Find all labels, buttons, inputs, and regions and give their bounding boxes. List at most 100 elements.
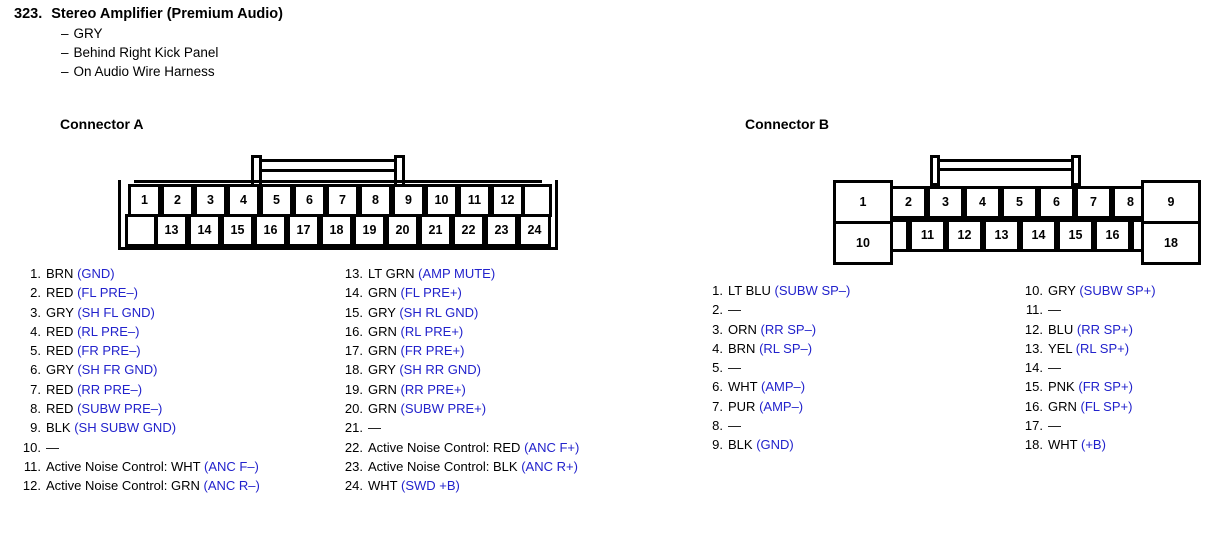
connector-a-pin-row: 10.— [18, 438, 338, 457]
pin-description: LT GRN (AMP MUTE) [368, 264, 495, 283]
bullet-text: GRY [73, 26, 103, 41]
signal-name: (FR PRE–) [77, 343, 141, 359]
pin-description: RED (FL PRE–) [46, 283, 138, 302]
pin-number: 1. [712, 283, 723, 298]
pin-number: 17. [344, 343, 363, 359]
connector-b-pin-row: 6.WHT (AMP–) [700, 377, 1010, 396]
wire-color: — [1048, 302, 1061, 318]
signal-name: (SH RL GND) [399, 304, 479, 320]
connector-b-pin-row: 9.BLK (GND) [700, 435, 1010, 454]
wire-color: — [728, 302, 741, 318]
wire-color: GRY [368, 304, 396, 320]
connector-b-pin-cell: 18 [1141, 221, 1201, 265]
connector-a-pin-row: 11.Active Noise Control: WHT (ANC F–) [18, 457, 338, 476]
connector-b-pin-row: 2. — [700, 300, 1010, 319]
signal-name: (SH FR GND) [77, 362, 158, 378]
signal-name: (RL PRE+) [400, 323, 464, 339]
connector-a-pin-row: 12.Active Noise Control: GRN (ANC R–) [18, 476, 338, 495]
shell-notch-left [121, 177, 134, 186]
pin-description: — [368, 418, 381, 437]
connector-a-pin-cell: 10 [425, 184, 458, 217]
wire-color: RED [46, 401, 74, 417]
connector-b-pin-row: 7.PUR (AMP–) [700, 397, 1010, 416]
wire-color: YEL [1048, 340, 1073, 356]
latch-post-right [1071, 155, 1081, 186]
connector-a-pin-row: 14.GRN (FL PRE+) [340, 283, 660, 302]
connector-a-pin-row: 9.BLK (SH SUBW GND) [18, 418, 338, 437]
connector-a-pin-cell: 4 [227, 184, 260, 217]
connector-a-pin-cell: 7 [326, 184, 359, 217]
pin-number: 2. [30, 285, 41, 301]
pin-number: 15. [1024, 379, 1043, 395]
connector-b-blank-cell-bottom [890, 219, 909, 252]
signal-name: (ANC F–) [203, 458, 259, 474]
wire-color: PNK [1048, 379, 1075, 395]
wire-color: GRN [368, 285, 397, 301]
signal-name: (+B) [1081, 437, 1106, 453]
pin-description: — [728, 416, 741, 435]
wire-color: GRY [46, 362, 74, 378]
signal-name: (SH SUBW GND) [74, 420, 177, 436]
signal-name: (ANC R–) [203, 478, 260, 494]
pin-number: 16. [344, 323, 363, 339]
pin-number: 5. [30, 343, 41, 359]
connector-a-pin-row: 16. GRN (RL PRE+) [340, 322, 660, 341]
pin-description: GRN (RL PRE+) [368, 322, 463, 341]
connector-a-pin-cell: 21 [419, 214, 452, 247]
connector-b-pin-cell: 5 [1001, 186, 1038, 219]
pin-description: Active Noise Control: GRN (ANC R–) [46, 476, 260, 495]
pin-number: 7. [712, 398, 723, 414]
latch-bar [936, 159, 1076, 171]
connector-a-title: Connector A [60, 116, 144, 132]
pin-number: 14. [344, 285, 363, 301]
connector-a-pin-cell: 13 [155, 214, 188, 247]
connector-b-pin-row: 5.— [700, 358, 1010, 377]
wire-color: GRN [368, 381, 397, 397]
header-title-row: 323. Stereo Amplifier (Premium Audio) [14, 6, 283, 22]
signal-name: (SH FL GND) [77, 304, 155, 320]
pin-number: 13. [344, 266, 363, 281]
connector-b-pin-cell: 6 [1038, 186, 1075, 219]
signal-name: (RR SP+) [1076, 321, 1133, 337]
wire-color: ORN [728, 321, 757, 337]
pin-description: — [1048, 416, 1061, 435]
wire-color: RED [46, 323, 74, 339]
pin-number: 17. [1024, 418, 1043, 434]
connector-a-pin-row: 5. RED (FR PRE–) [18, 341, 338, 360]
signal-name: (FL SP+) [1080, 398, 1133, 414]
connector-a-pin-cell: 17 [287, 214, 320, 247]
connector-a-pin-cell: 24 [518, 214, 551, 247]
wire-color: WHT [368, 478, 398, 494]
wire-color: GRN [368, 323, 397, 339]
connector-b-pinlist-column-2: 10.GRY (SUBW SP+)11.—12.BLU (RR SP+)13.Y… [1020, 281, 1206, 455]
wire-color: RED [46, 343, 74, 359]
connector-b-diagram: 110234567811121314151617918 [833, 150, 1201, 265]
pin-number: 13. [1024, 340, 1043, 356]
pin-description: — [1048, 300, 1061, 319]
signal-name: (RL SP–) [759, 340, 813, 356]
pin-number: 18. [1024, 437, 1043, 453]
connector-b-pin-cell: 16 [1094, 219, 1131, 252]
bullet-dash: – [61, 45, 69, 60]
wire-color: Active Noise Control: BLK [368, 458, 518, 474]
connector-b-pin-cell: 1 [833, 180, 893, 224]
wire-color: LT GRN [368, 266, 415, 281]
pin-description: ORN (RR SP–) [728, 320, 816, 339]
pin-description: GRN (FL SP+) [1048, 397, 1132, 416]
signal-name: (AMP–) [761, 379, 806, 395]
connector-b-pin-row: 18.WHT (+B) [1020, 435, 1206, 454]
latch-bar [257, 159, 399, 172]
pin-description: GRY (SH RL GND) [368, 303, 478, 322]
connector-a-pinlist-column-1: 1.BRN (GND)2.RED (FL PRE–)3.GRY (SH FL G… [18, 264, 338, 496]
pin-number: 23. [344, 458, 363, 474]
page-header: 323. Stereo Amplifier (Premium Audio) –G… [14, 6, 283, 79]
signal-name: (AMP MUTE) [418, 266, 496, 281]
bullet-dash: – [61, 64, 69, 79]
pin-number: 2. [712, 302, 723, 318]
pin-number: 6. [712, 379, 723, 395]
header-bullet-0: –GRY [61, 26, 283, 41]
pin-number: 8. [30, 401, 41, 417]
connector-a-pin-cell: 1 [128, 184, 161, 217]
connector-b-pin-cell: 11 [909, 219, 946, 252]
signal-name: (SUBW SP–) [774, 283, 851, 298]
